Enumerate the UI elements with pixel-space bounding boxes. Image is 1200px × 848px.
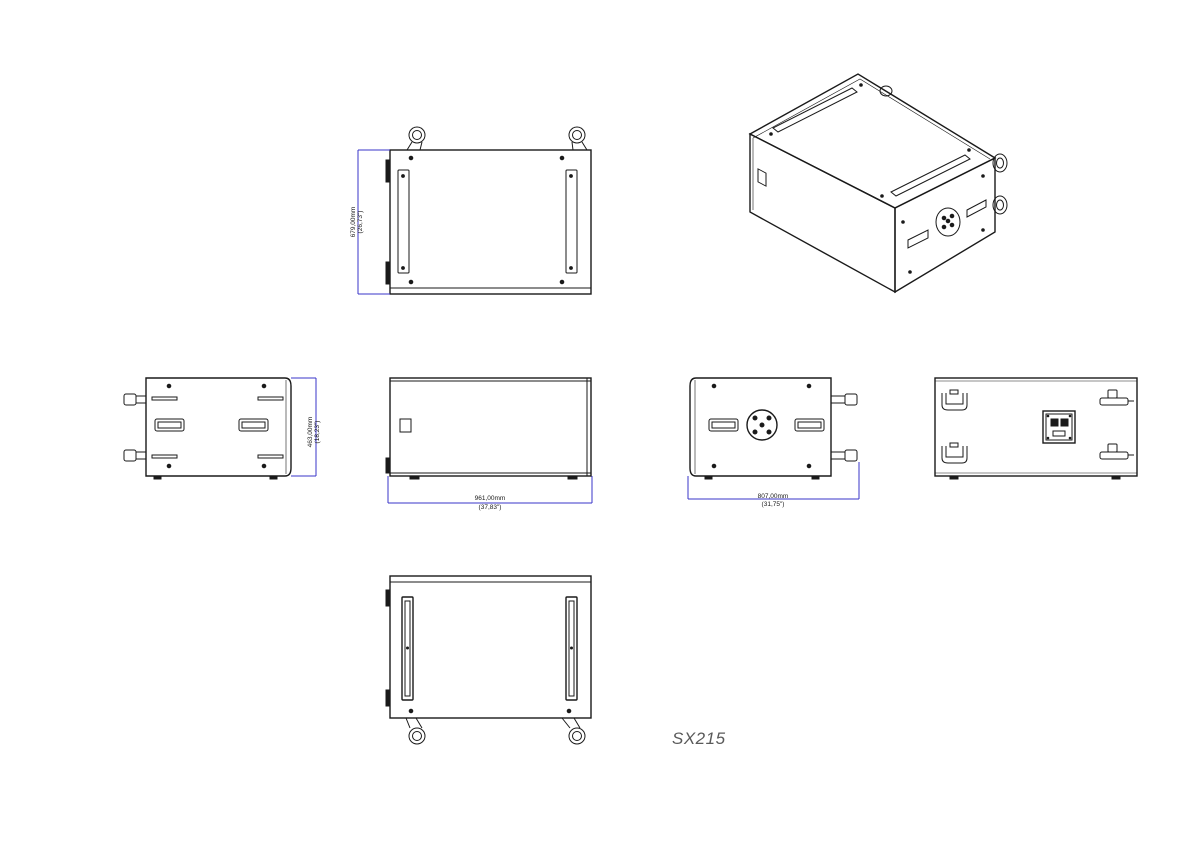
width-imperial-label: (37,83") bbox=[479, 504, 502, 511]
back-view-outline bbox=[934, 377, 1138, 477]
bottom-view bbox=[385, 575, 592, 745]
back-caster-right-lower bbox=[1099, 443, 1134, 460]
rear-view-outline bbox=[145, 377, 292, 477]
caster-right-lower bbox=[831, 449, 858, 462]
iso-side-face bbox=[894, 156, 996, 294]
caster-left-upper bbox=[123, 393, 146, 406]
side-width-metric-label: 807,00mm bbox=[758, 493, 789, 500]
handle-slot bbox=[397, 169, 410, 274]
bottom-view-outline bbox=[389, 575, 592, 719]
rear-view: 463,00mm (18,23") bbox=[123, 377, 321, 480]
iso-connector bbox=[935, 207, 961, 237]
depth-imperial-label: (26,73") bbox=[357, 211, 364, 234]
amp-panel bbox=[1042, 410, 1076, 444]
side-width-dimension: 807,00mm (31,75") bbox=[687, 462, 860, 508]
front-view-outline bbox=[389, 377, 592, 477]
back-caster-left-lower bbox=[941, 442, 968, 464]
side-width-imperial-label: (31,75") bbox=[762, 501, 785, 508]
side-view-outline bbox=[689, 377, 832, 477]
height-dimension: 463,00mm (18,23") bbox=[291, 377, 321, 477]
model-label: SX215 bbox=[672, 729, 726, 748]
height-imperial-label: (18,23") bbox=[314, 421, 321, 444]
back-caster-right-upper bbox=[1099, 389, 1134, 406]
iso-top-face bbox=[748, 73, 997, 209]
bottom-slot bbox=[565, 596, 578, 701]
amp-panel-outline bbox=[1042, 410, 1076, 444]
depth-dimension: 679,00mm (26,73") bbox=[350, 149, 390, 295]
iso-caster bbox=[879, 85, 893, 97]
caster-top-left bbox=[406, 126, 426, 151]
top-view: 679,00mm (26,73") bbox=[350, 126, 592, 295]
bottom-slot bbox=[401, 596, 414, 701]
back-view bbox=[934, 377, 1138, 480]
iso-caster bbox=[992, 153, 1008, 173]
front-logo bbox=[399, 418, 412, 433]
front-view: 961,00mm (37,83") bbox=[385, 377, 593, 511]
width-dimension: 961,00mm (37,83") bbox=[387, 476, 593, 511]
height-metric-label: 463,00mm bbox=[307, 417, 314, 448]
caster-top-right bbox=[568, 126, 588, 151]
caster-right-upper bbox=[831, 393, 858, 406]
handle-slot bbox=[565, 169, 578, 274]
width-metric-label: 961,00mm bbox=[475, 495, 506, 502]
top-view-outline bbox=[389, 149, 592, 295]
depth-metric-label: 679,00mm bbox=[350, 207, 357, 238]
caster-bottom-right bbox=[561, 717, 586, 745]
iso-caster bbox=[992, 195, 1008, 215]
isometric-view bbox=[748, 73, 1008, 294]
iso-front-face bbox=[749, 132, 896, 294]
caster-left-lower bbox=[123, 449, 146, 462]
back-caster-left-upper bbox=[941, 389, 968, 411]
side-connector bbox=[746, 409, 778, 441]
side-view: 807,00mm (31,75") bbox=[687, 377, 860, 508]
caster-bottom-left bbox=[405, 717, 426, 745]
